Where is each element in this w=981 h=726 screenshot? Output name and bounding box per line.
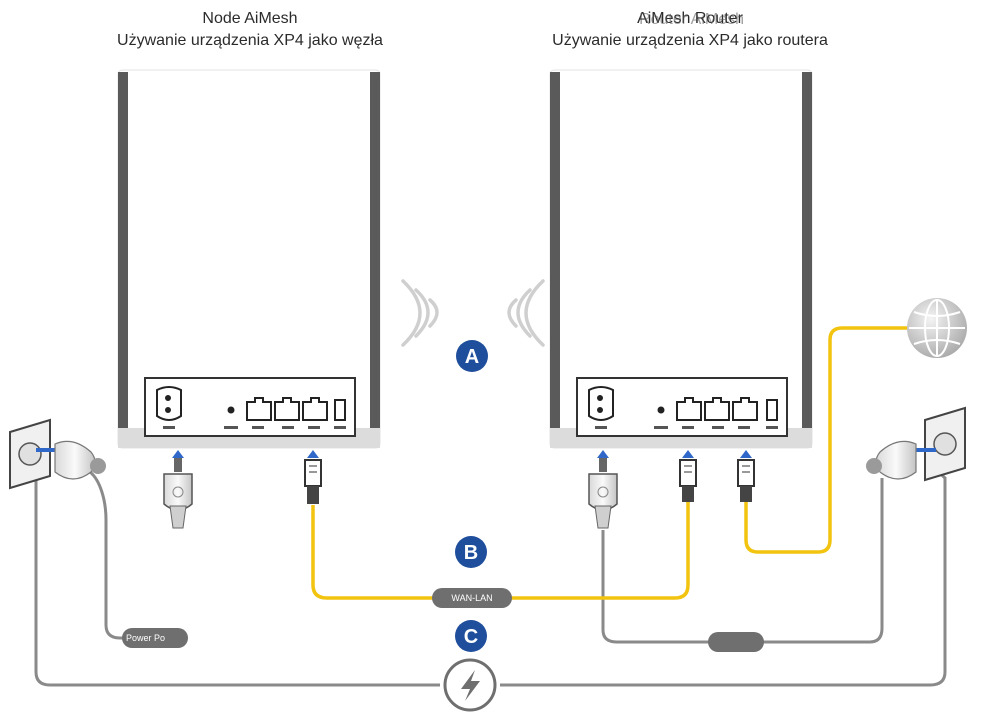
- router-device: [549, 69, 813, 449]
- router-ethernet-ports: [676, 397, 758, 421]
- left-outlet-to-node-power-cable: [88, 470, 128, 640]
- node-device: [117, 69, 381, 449]
- router-power-plug-icon: [588, 450, 618, 529]
- power-label: Power Po: [126, 633, 165, 643]
- router-power-cable-2: [762, 478, 884, 644]
- marker-a: A: [456, 340, 488, 372]
- node-reset-button-icon: [227, 406, 235, 414]
- power-cables: [34, 464, 947, 687]
- wan-lan-label-pill: WAN-LAN: [432, 588, 512, 608]
- wan-internet-cable: [744, 326, 915, 554]
- right-outlet-to-hub-cable: [500, 464, 947, 687]
- router-power-cable: [601, 530, 710, 644]
- globe-icon: [907, 298, 967, 358]
- marker-c: C: [455, 620, 487, 652]
- marker-a-label: A: [465, 346, 479, 368]
- left-power-plug-icon: [54, 440, 106, 480]
- router-reset-button-icon: [657, 406, 665, 414]
- node-ethernet-ports: [246, 397, 328, 421]
- right-power-plug-icon: [866, 440, 917, 480]
- left-outlet-to-hub-cable: [34, 466, 440, 687]
- wan-lan-cable: [311, 500, 690, 600]
- node-power-plug-icon: [163, 450, 193, 529]
- node-title: Node AiMesh: [202, 10, 298, 27]
- router-lan-ethernet-plug-icon: [679, 450, 697, 502]
- router-subtitle: Używanie urządzenia XP4 jako routera: [552, 32, 828, 49]
- router-title: AiMesh Router: [637, 10, 743, 27]
- marker-c-label: C: [464, 626, 478, 648]
- node-heading: Node AiMesh Używanie urządzenia XP4 jako…: [60, 8, 440, 52]
- router-wan-ethernet-plug-icon: [737, 450, 755, 502]
- router-title-overlay: Router AiMesh: [639, 11, 745, 28]
- router-title-wrap: AiMesh Router Router AiMesh: [637, 8, 745, 30]
- lightning-icon: [443, 658, 497, 712]
- marker-b-label: B: [464, 542, 478, 564]
- router-power-cable-pill: [708, 632, 764, 652]
- wifi-waves-icon: [401, 279, 545, 347]
- wan-lan-label: WAN-LAN: [451, 593, 492, 603]
- power-label-pill: Power Po: [122, 628, 188, 648]
- node-usb-port-icon: [334, 399, 346, 421]
- router-usb-port-icon: [766, 399, 778, 421]
- node-ethernet-plug-icon: [304, 450, 322, 504]
- node-power-port-icon: [156, 386, 182, 421]
- right-power-outlet-icon: [912, 406, 966, 482]
- router-heading: AiMesh Router Router AiMesh Używanie urz…: [490, 8, 890, 52]
- marker-b: B: [455, 536, 487, 568]
- router-power-port-icon: [588, 386, 614, 421]
- node-subtitle: Używanie urządzenia XP4 jako węzła: [117, 32, 383, 49]
- left-power-outlet-icon: [9, 418, 60, 490]
